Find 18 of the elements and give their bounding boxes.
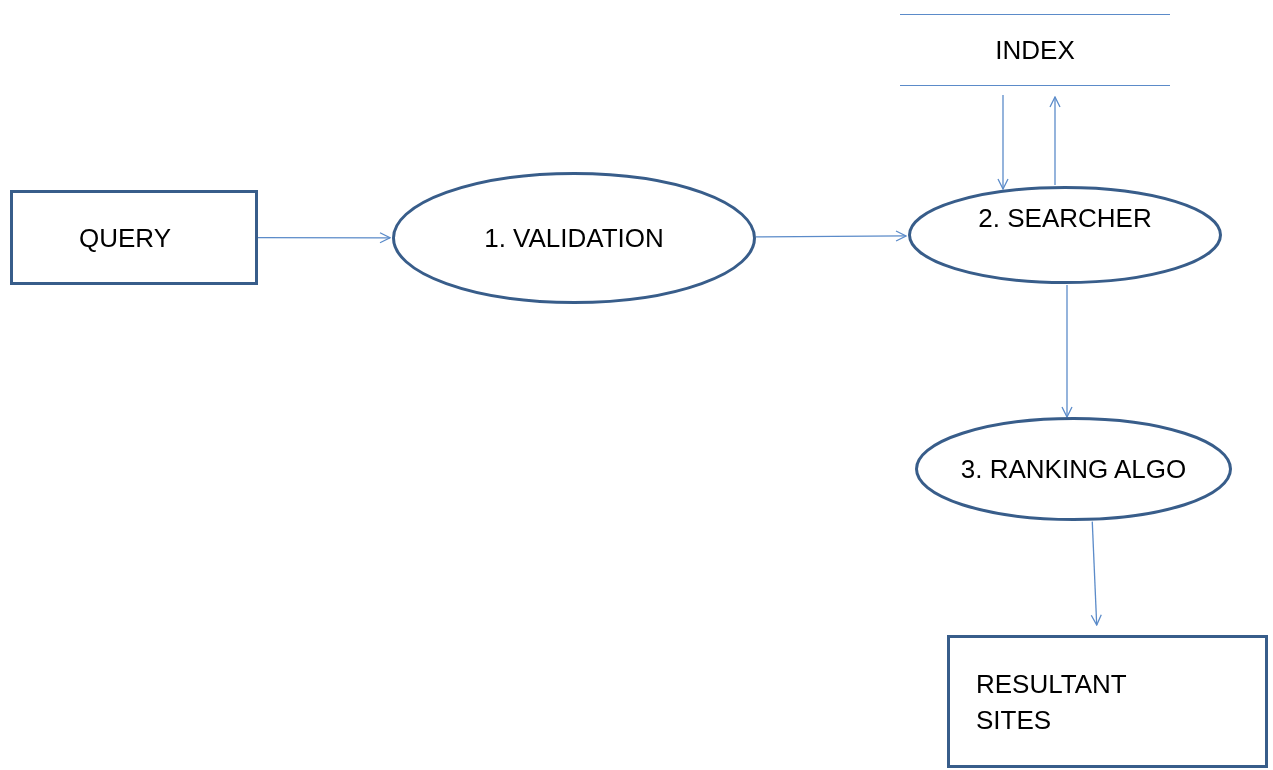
node-label: 2. SEARCHER xyxy=(978,202,1152,235)
process-ellipse xyxy=(392,172,756,304)
arrow xyxy=(755,230,907,242)
data-store xyxy=(900,14,1170,86)
process-ellipse xyxy=(915,417,1232,521)
arrow xyxy=(257,232,391,244)
node-label: QUERY xyxy=(79,221,171,255)
arrow xyxy=(1061,284,1073,418)
arrow xyxy=(997,94,1009,190)
entity-box xyxy=(947,635,1268,768)
node-label: 3. RANKING ALGO xyxy=(960,453,1187,486)
node-label: RESULTANT SITES xyxy=(976,668,1127,737)
node-label: INDEX xyxy=(995,34,1075,67)
process-ellipse xyxy=(908,186,1222,284)
arrow xyxy=(1090,521,1102,626)
entity-box xyxy=(10,190,258,285)
node-label: 1. VALIDATION xyxy=(484,222,664,255)
arrow xyxy=(1049,96,1061,186)
